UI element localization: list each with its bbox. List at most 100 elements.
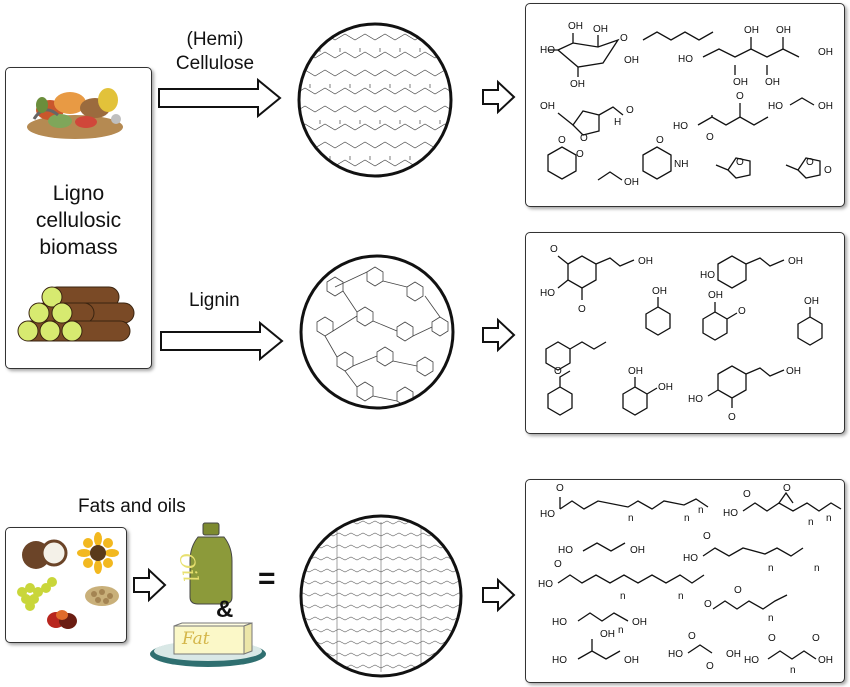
svg-text:O: O <box>824 165 832 176</box>
svg-text:O: O <box>706 132 714 143</box>
hemicellulose-label-line2: Cellulose <box>175 53 255 74</box>
svg-text:OH: OH <box>630 545 645 556</box>
svg-text:OH: OH <box>708 290 723 301</box>
lignin-products-arrow <box>482 317 516 353</box>
svg-text:OH: OH <box>818 655 833 666</box>
triglyceride-structure-circle <box>299 514 463 678</box>
svg-text:HO: HO <box>552 655 567 666</box>
lignin-label: Lignin <box>189 290 240 311</box>
svg-text:HO: HO <box>540 45 555 56</box>
svg-text:n: n <box>618 625 624 636</box>
svg-text:O: O <box>728 412 736 423</box>
hemicellulose-products-panel <box>525 3 845 207</box>
svg-text:OH: OH <box>818 101 833 112</box>
svg-text:O: O <box>743 489 751 500</box>
svg-text:O: O <box>738 306 746 317</box>
svg-text:O: O <box>554 559 562 570</box>
lignocellulose-title-line2: cellulosic <box>35 209 122 232</box>
hemicellulose-label-line1: (Hemi) <box>186 29 244 50</box>
svg-text:O: O <box>626 105 634 116</box>
lignin-products-panel <box>525 232 845 434</box>
svg-text:OH: OH <box>726 649 741 660</box>
sunflower-icon <box>77 532 119 574</box>
svg-text:O: O <box>706 661 714 672</box>
svg-text:n: n <box>620 591 626 602</box>
svg-text:OH: OH <box>638 256 653 267</box>
hemicellulose-products-arrow <box>482 79 516 115</box>
svg-text:HO: HO <box>768 101 783 112</box>
fats-products-arrow <box>482 577 516 613</box>
svg-text:HO: HO <box>744 655 759 666</box>
svg-text:O: O <box>558 135 566 146</box>
lignin-arrow <box>160 320 284 362</box>
svg-text:n: n <box>678 591 684 602</box>
seeds-icon <box>85 586 119 606</box>
svg-text:OH: OH <box>632 617 647 628</box>
svg-text:OH: OH <box>568 21 583 32</box>
cellulose-structure-circle <box>297 22 453 178</box>
svg-text:HO: HO <box>673 121 688 132</box>
svg-text:HO: HO <box>538 579 553 590</box>
svg-text:OH: OH <box>624 177 639 188</box>
svg-text:HO: HO <box>558 545 573 556</box>
ampersand: & <box>216 596 234 623</box>
svg-text:HO: HO <box>552 617 567 628</box>
svg-text:OH: OH <box>652 286 667 297</box>
fats-title: Fats and oils <box>78 496 186 517</box>
svg-text:n: n <box>698 505 704 516</box>
svg-text:n: n <box>768 563 774 574</box>
lignin-structure-circle <box>299 254 455 410</box>
food-waste-icon <box>27 88 123 139</box>
svg-text:O: O <box>578 304 586 315</box>
svg-text:HO: HO <box>683 553 698 564</box>
svg-text:O: O <box>556 483 564 494</box>
svg-text:O: O <box>736 157 744 168</box>
svg-text:O: O <box>768 633 776 644</box>
svg-text:O: O <box>656 135 664 146</box>
svg-text:O: O <box>812 633 820 644</box>
svg-text:OH: OH <box>570 79 585 90</box>
svg-text:OH: OH <box>776 25 791 36</box>
svg-text:n: n <box>826 513 832 524</box>
svg-text:O: O <box>736 91 744 102</box>
svg-text:OH: OH <box>744 25 759 36</box>
svg-text:OH: OH <box>628 366 643 377</box>
svg-text:n: n <box>628 513 634 524</box>
fats-input-arrow <box>133 567 167 603</box>
svg-text:OH: OH <box>733 77 748 88</box>
svg-text:O: O <box>576 149 584 160</box>
grapes-icon <box>17 577 57 611</box>
oil-bottle-text: Oil <box>174 551 204 584</box>
svg-text:OH: OH <box>804 296 819 307</box>
fat-block-icon <box>150 622 266 667</box>
svg-text:O: O <box>806 157 814 168</box>
lignocellulose-title-line3: biomass <box>39 236 118 259</box>
svg-text:n: n <box>814 563 820 574</box>
svg-text:OH: OH <box>786 366 801 377</box>
svg-text:HO: HO <box>668 649 683 660</box>
svg-text:HO: HO <box>678 54 693 65</box>
svg-text:O: O <box>688 631 696 642</box>
equals-sign: = <box>258 562 276 595</box>
oil-bottle-icon <box>189 522 233 605</box>
svg-text:HO: HO <box>723 508 738 519</box>
svg-text:n: n <box>684 513 690 524</box>
svg-text:OH: OH <box>788 256 803 267</box>
svg-text:OH: OH <box>624 55 639 66</box>
svg-text:O: O <box>783 483 791 494</box>
svg-text:OH: OH <box>540 101 555 112</box>
svg-text:O: O <box>550 244 558 255</box>
svg-text:OH: OH <box>624 655 639 666</box>
svg-text:O: O <box>703 531 711 542</box>
svg-text:HO: HO <box>700 270 715 281</box>
svg-text:O: O <box>580 133 588 144</box>
coconut-icon <box>22 539 68 569</box>
fat-block-text: Fat <box>182 629 210 649</box>
svg-text:HO: HO <box>540 288 555 299</box>
svg-text:HO: HO <box>688 394 703 405</box>
svg-text:OH: OH <box>818 47 833 58</box>
svg-text:HO: HO <box>540 509 555 520</box>
svg-text:O: O <box>734 585 742 596</box>
